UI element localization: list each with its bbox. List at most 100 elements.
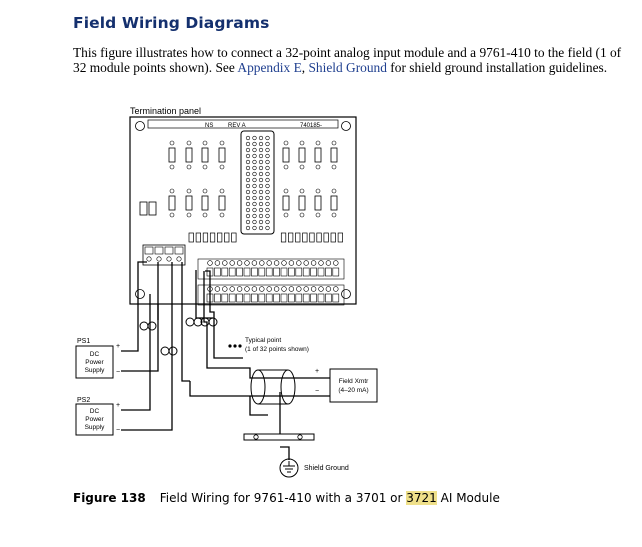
connector-pin: [245, 165, 251, 171]
fuse-body: [330, 195, 338, 211]
appendix-e-link[interactable]: Appendix E: [237, 60, 302, 75]
connector-pin: [265, 135, 270, 141]
terminal-cell: [228, 293, 236, 303]
terminal-screw: [303, 260, 309, 266]
connector-block: [240, 130, 275, 235]
connector-pins: [245, 135, 270, 231]
field-wiring-lines: [121, 261, 330, 460]
panel-rev-label: REV A: [228, 123, 246, 129]
connector-pin: [245, 195, 251, 201]
terminal-cell: [295, 267, 303, 277]
ground-bus-bar: [243, 433, 315, 441]
connector-pin: [258, 207, 264, 213]
connector-pin: [245, 141, 251, 147]
shield-ground-link[interactable]: Shield Ground: [308, 60, 387, 75]
connector-pin: [258, 201, 264, 207]
ps1-minus: −: [116, 369, 120, 376]
connector-pin: [252, 153, 257, 159]
strip-element: [295, 232, 301, 243]
connector-pin: [258, 153, 264, 159]
connector-pin: [245, 213, 251, 219]
fuse-clip-bottom: [186, 212, 192, 218]
fuse-clip-bottom: [331, 212, 337, 218]
connector-pin: [245, 219, 251, 225]
connector-pin: [245, 153, 251, 159]
terminal-cell: [288, 267, 295, 277]
fuse-clip-top: [186, 140, 192, 146]
terminal-screw: [333, 260, 339, 266]
terminal-screw: [318, 286, 324, 292]
typical-point-line1: Typical point: [245, 337, 281, 344]
field-xmtr-plus: +: [315, 368, 319, 375]
fuse-clip-top: [169, 140, 175, 146]
terminal-screw: [229, 286, 235, 292]
connector-pin: [252, 147, 257, 153]
fuse-clip-bottom: [315, 164, 321, 170]
fuse-clip-bottom: [331, 164, 337, 170]
connector-pin: [258, 159, 264, 165]
component-strip: [188, 232, 343, 243]
ps2-minus: −: [116, 427, 120, 434]
terminal-cell: [265, 293, 273, 303]
connector-pin: [265, 141, 270, 147]
intro-text-before: This figure illustrates how to connect a…: [73, 45, 622, 75]
terminal-cell: [236, 267, 243, 277]
connector-pin: [258, 177, 264, 183]
connector-pin: [252, 177, 257, 183]
terminal-cell: [273, 267, 280, 277]
connector-pin: [265, 147, 270, 153]
caption-highlight: 3721: [406, 491, 437, 505]
connector-pin: [258, 183, 264, 189]
connector-pin: [245, 183, 251, 189]
terminal-cell: [221, 267, 229, 277]
jumper-cell: [164, 246, 174, 255]
connector-pin: [258, 141, 264, 147]
fuse-body: [314, 147, 322, 163]
fuse-clip-top: [315, 188, 321, 194]
terminal-screw: [273, 260, 280, 266]
terminal-screw: [310, 286, 317, 292]
ps2-label: PS2: [77, 397, 90, 404]
terminal-screw: [259, 286, 265, 292]
upper-fuse-row: [168, 140, 338, 170]
jumper-block: [142, 244, 186, 266]
fuse-body: [168, 147, 176, 163]
connector-pin: [265, 225, 270, 231]
lower-fuse-row: [139, 188, 338, 218]
panel-part-label: NS: [205, 123, 213, 129]
connector-pin: [252, 141, 257, 147]
terminal-screw: [229, 260, 235, 266]
terminal-cell: [317, 293, 325, 303]
field-xmtr-line2: (4–20 mA): [338, 387, 368, 394]
terminal-cell: [325, 267, 332, 277]
figure-number: Figure 138: [73, 491, 146, 505]
terminal-screw: [303, 286, 309, 292]
terminal-screw: [244, 260, 250, 266]
fuse-body: [298, 195, 306, 211]
terminal-screw: [288, 286, 295, 292]
fuse-body: [201, 147, 209, 163]
fuse-clip-top: [299, 188, 305, 194]
jumper-pin: [166, 256, 172, 262]
cable-shield: [250, 369, 296, 405]
connector-pin: [245, 207, 251, 213]
connector-pin: [252, 219, 257, 225]
connector-pin: [258, 195, 264, 201]
panel-number-label: 740185-: [300, 123, 322, 129]
terminal-screw: [325, 260, 332, 266]
connector-pin: [245, 225, 251, 231]
connector-pin: [252, 159, 257, 165]
terminal-screw: [266, 260, 272, 266]
terminal-cell: [317, 267, 325, 277]
terminal-screw: [236, 286, 243, 292]
connector-pin: [258, 225, 264, 231]
fuse-clip-bottom: [169, 164, 175, 170]
ps1-text-line1: DC: [90, 351, 100, 358]
connector-pin: [245, 177, 251, 183]
connector-pin: [252, 225, 257, 231]
terminal-cell: [288, 293, 295, 303]
connector-pin: [258, 219, 264, 225]
ps2-text-line3: Supply: [85, 424, 106, 431]
